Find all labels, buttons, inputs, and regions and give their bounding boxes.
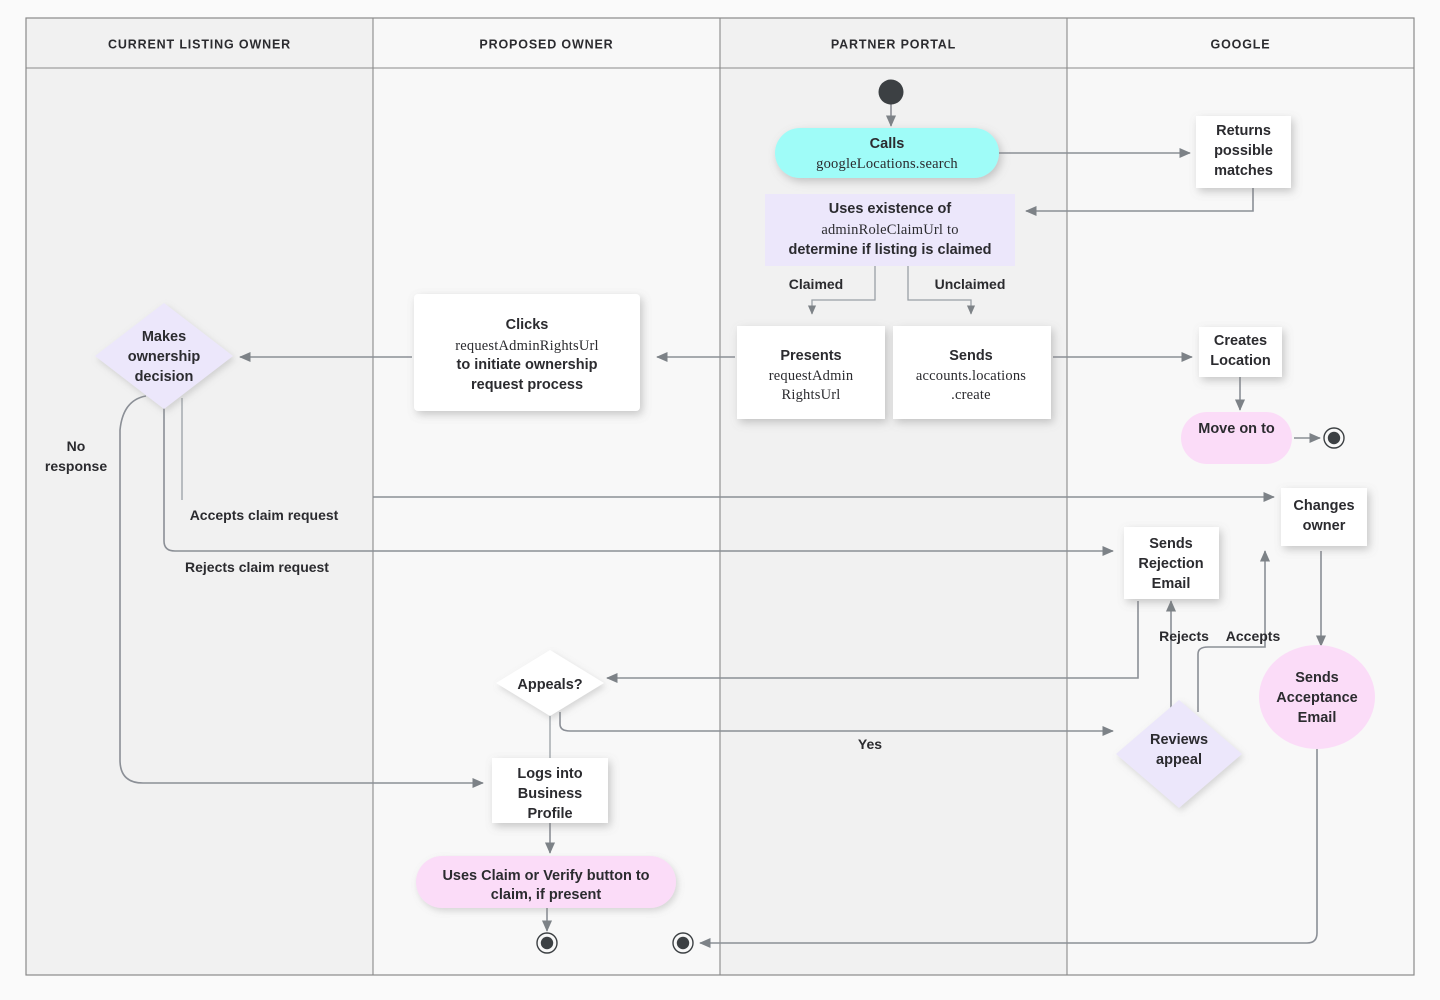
node-calls-search-line-1: Calls xyxy=(870,136,905,152)
node-acceptance-email-line-3: Email xyxy=(1298,710,1337,726)
node-logs-into-line-1: Logs into xyxy=(517,766,582,782)
edge-label-no-response-line-2: response xyxy=(45,458,107,474)
node-uses-claim-or-verify-button[interactable]: Uses Claim or Verify button to claim, if… xyxy=(416,856,676,908)
edge-label-rejects-claim-request: Rejects claim request xyxy=(185,559,329,575)
node-move-on-to[interactable]: Move on to xyxy=(1181,412,1292,464)
node-acceptance-email-line-1: Sends xyxy=(1295,670,1339,686)
node-clicks-request-line-1: Clicks xyxy=(506,317,549,333)
node-sends-create-line-1: Sends xyxy=(949,348,993,364)
node-sends-create-line-3: .create xyxy=(951,387,991,403)
node-uses-existence-line-2: adminRoleClaimUrl to xyxy=(821,222,958,238)
edge-no-response-to-logs-into-business-profile xyxy=(119,395,484,789)
lane-header-proposed-owner: PROPOSED OWNER xyxy=(479,37,613,51)
node-calls-search-line-2: googleLocations.search xyxy=(816,156,958,172)
node-logs-into-line-2: Business xyxy=(518,786,582,802)
node-makes-ownership-decision[interactable]: Makes ownership decision xyxy=(95,303,233,409)
node-returns-matches-line-2: possible xyxy=(1214,143,1273,159)
node-appeals-label: Appeals? xyxy=(517,677,582,693)
node-calls-googlelocations-search[interactable]: Calls googleLocations.search xyxy=(775,128,999,178)
node-sends-rejection-email[interactable]: Sends Rejection Email xyxy=(1124,527,1219,599)
node-sends-accounts-locations-create[interactable]: Sends accounts.locations .create xyxy=(893,326,1051,419)
node-clicks-request-line-4: request process xyxy=(471,377,583,393)
node-presents-url-line-1: Presents xyxy=(780,348,841,364)
node-sends-create-line-2: accounts.locations xyxy=(916,368,1026,384)
node-presents-url-line-2: requestAdmin xyxy=(769,368,854,384)
node-uses-existence-line-1: Uses existence of xyxy=(829,201,952,217)
edge-reviews-appeal-accepts-to-changes-owner xyxy=(1197,550,1271,712)
node-makes-decision-line-1: Makes xyxy=(142,329,186,345)
edge-uses-existence-claimed xyxy=(807,266,876,315)
node-uses-claim-verify-line-1: Uses Claim or Verify button to xyxy=(442,868,649,884)
node-clicks-request-line-2: requestAdminRightsUrl xyxy=(455,338,599,354)
node-uses-existence-line-3: determine if listing is claimed xyxy=(788,242,991,258)
node-end-terminal-partner-portal xyxy=(672,932,694,954)
node-uses-claim-verify-line-2: claim, if present xyxy=(491,887,602,903)
node-changes-owner-line-1: Changes xyxy=(1293,498,1354,514)
edge-label-unclaimed: Unclaimed xyxy=(935,276,1006,292)
node-creates-location-line-1: Creates xyxy=(1214,333,1267,349)
edge-rejects-claim-request-to-rejection-email xyxy=(163,398,1114,557)
node-logs-into-business-profile[interactable]: Logs into Business Profile xyxy=(492,758,608,823)
node-makes-decision-line-3: decision xyxy=(135,369,194,385)
node-move-on-to-label: Move on to xyxy=(1198,421,1275,437)
node-rejection-email-line-1: Sends xyxy=(1149,536,1193,552)
node-reviews-appeal-line-1: Reviews xyxy=(1150,732,1208,748)
node-creates-location-line-2: Location xyxy=(1210,353,1270,369)
edge-acceptance-email-to-end-partner-portal xyxy=(699,732,1318,949)
node-makes-decision-line-2: ownership xyxy=(128,349,201,365)
edge-label-claimed: Claimed xyxy=(789,276,843,292)
node-sends-acceptance-email[interactable]: Sends Acceptance Email xyxy=(1259,645,1375,749)
node-uses-existence-of-adminroleclaimurl[interactable]: Uses existence of adminRoleClaimUrl to d… xyxy=(765,194,1015,266)
node-acceptance-email-line-2: Acceptance xyxy=(1276,690,1357,706)
lane-header-current-listing-owner: CURRENT LISTING OWNER xyxy=(108,37,291,51)
node-start-terminal xyxy=(878,79,904,105)
edge-label-no-response-line-1: No xyxy=(67,438,86,454)
node-presents-requestadminrightsurl[interactable]: Presents requestAdmin RightsUrl xyxy=(737,326,885,419)
node-changes-owner[interactable]: Changes owner xyxy=(1281,488,1367,546)
node-logs-into-line-3: Profile xyxy=(527,806,572,822)
node-clicks-request-line-3: to initiate ownership xyxy=(457,357,598,373)
node-reviews-appeal[interactable]: Reviews appeal xyxy=(1116,700,1242,808)
flow-connectors xyxy=(119,103,1327,949)
node-returns-possible-matches[interactable]: Returns possible matches xyxy=(1196,116,1291,188)
edge-label-yes: Yes xyxy=(858,736,882,752)
edge-label-accepts: Accepts xyxy=(1226,628,1281,644)
node-appeals[interactable]: Appeals? xyxy=(496,650,604,716)
node-presents-url-line-3: RightsUrl xyxy=(782,387,841,403)
node-rejection-email-line-2: Rejection xyxy=(1138,556,1203,572)
edge-label-no-response: No response xyxy=(45,438,107,474)
edge-uses-existence-unclaimed xyxy=(907,266,976,315)
node-rejection-email-line-3: Email xyxy=(1152,576,1191,592)
node-reviews-appeal-line-2: appeal xyxy=(1156,752,1202,768)
node-end-terminal-google xyxy=(1323,427,1345,449)
edge-appeals-yes-to-reviews-appeal xyxy=(559,712,1114,737)
lane-header-google: GOOGLE xyxy=(1211,37,1271,51)
lane-header-partner-portal: PARTNER PORTAL xyxy=(831,37,956,51)
edge-returns-matches-to-uses-existence xyxy=(1025,188,1254,217)
edge-rejection-email-to-appeals xyxy=(606,601,1139,684)
node-changes-owner-line-2: owner xyxy=(1303,518,1346,534)
node-clicks-requestadminrightsurl[interactable]: Clicks requestAdminRightsUrl to initiate… xyxy=(414,294,640,411)
edge-label-accepts-claim-request: Accepts claim request xyxy=(190,507,339,523)
node-returns-matches-line-3: matches xyxy=(1214,163,1273,179)
node-end-terminal-proposed-owner xyxy=(536,932,558,954)
node-returns-matches-line-1: Returns xyxy=(1216,123,1271,139)
node-creates-location[interactable]: Creates Location xyxy=(1199,327,1282,377)
edge-label-rejects: Rejects xyxy=(1159,628,1209,644)
